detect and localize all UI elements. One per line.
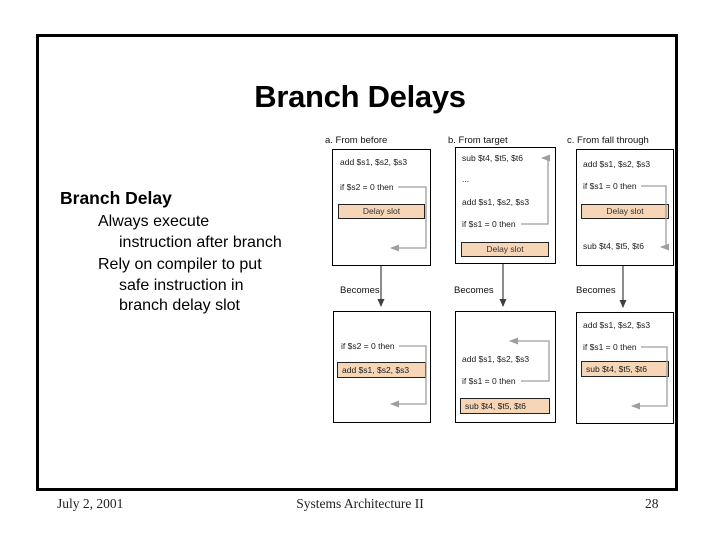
column-label-from-target: b. From target bbox=[448, 135, 508, 146]
instruction: sub $t4, $t5, $t6 bbox=[462, 153, 523, 163]
instruction: add $s1, $s2, $s3 bbox=[462, 197, 530, 207]
instruction: add $s1, $s2, $s3 bbox=[462, 354, 530, 364]
instruction: if $s1 = 0 then bbox=[462, 376, 516, 386]
instruction: add $s1, $s2, $s3 bbox=[583, 320, 651, 330]
instruction: if $s1 = 0 then bbox=[583, 181, 637, 191]
delay-slot-box: Delay slot bbox=[461, 242, 549, 257]
instruction: add $s1, $s2, $s3 bbox=[583, 159, 651, 169]
bullet-line-4: safe instruction in bbox=[119, 277, 244, 294]
filled-delay-slot-box: add $s1, $s2, $s3 bbox=[337, 362, 426, 378]
delay-slot-box: Delay slot bbox=[581, 204, 669, 219]
footer-date: July 2, 2001 bbox=[57, 496, 124, 511]
column-label-from-fall-through: c. From fall through bbox=[567, 135, 649, 146]
footer-course-title: Systems Architecture II bbox=[296, 496, 424, 511]
instruction: if $s1 = 0 then bbox=[462, 219, 516, 229]
delay-slot-box: Delay slot bbox=[338, 204, 425, 219]
footer-page-number: 28 bbox=[645, 496, 659, 511]
column-label-from-before: a. From before bbox=[325, 135, 388, 146]
becomes-label: Becomes bbox=[576, 285, 616, 296]
slide-title: Branch Delays bbox=[254, 79, 466, 114]
instruction: add $s1, $s2, $s3 bbox=[340, 157, 408, 167]
filled-delay-slot-box: sub $t4, $t5, $t6 bbox=[581, 361, 669, 377]
bullet-line-2: instruction after branch bbox=[119, 234, 282, 251]
bullet-line-3: Rely on compiler to put bbox=[98, 256, 262, 273]
becomes-label: Becomes bbox=[454, 285, 494, 296]
filled-delay-slot-box: sub $t4, $t5, $t6 bbox=[460, 398, 550, 414]
instruction: if $s2 = 0 then bbox=[341, 341, 395, 351]
bullet-line-1: Always execute bbox=[98, 213, 210, 230]
instruction: if $s2 = 0 then bbox=[340, 182, 394, 192]
instruction: if $s1 = 0 then bbox=[583, 342, 637, 352]
bullet-line-5: branch delay slot bbox=[119, 297, 240, 314]
section-heading: Branch Delay bbox=[60, 188, 172, 208]
becomes-label: Becomes bbox=[340, 285, 380, 296]
instruction: ... bbox=[462, 174, 470, 184]
instruction: sub $t4, $t5, $t6 bbox=[583, 241, 644, 251]
